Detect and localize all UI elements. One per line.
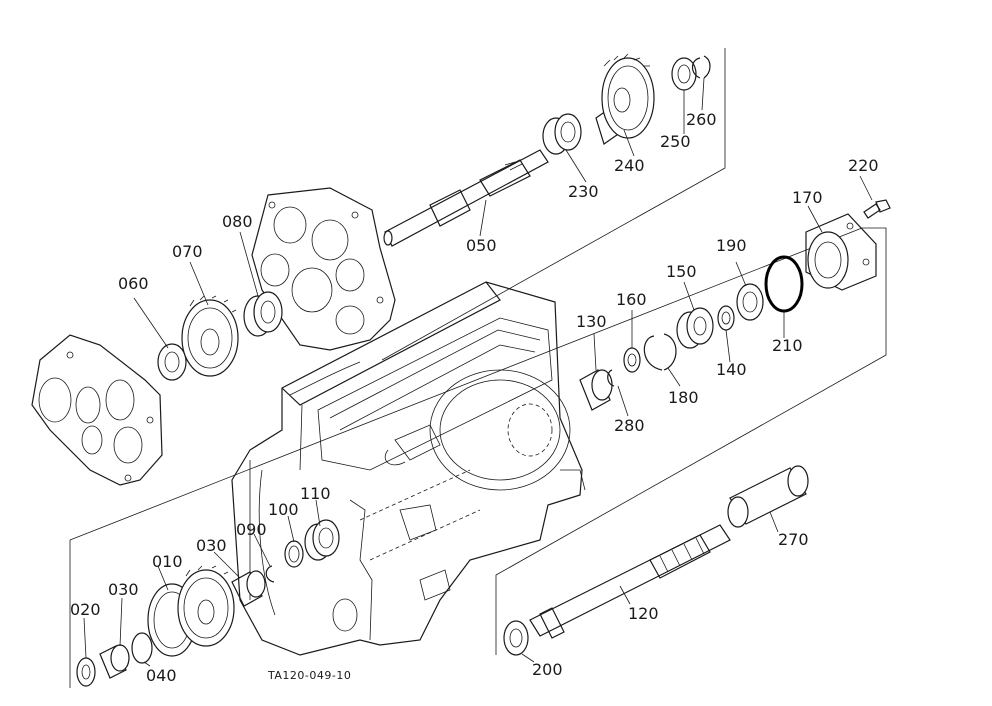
label-220: 220 (848, 156, 879, 175)
collar-040 (131, 632, 153, 664)
circlip-090 (265, 565, 275, 583)
gear-240 (595, 53, 655, 145)
label-120: 120 (628, 604, 659, 623)
front-cover (31, 334, 163, 486)
label-080: 080 (222, 212, 253, 231)
label-060: 060 (118, 274, 149, 293)
circlip-280 (607, 369, 615, 387)
label-030-upper: 030 (196, 536, 227, 555)
label-150: 150 (666, 262, 697, 281)
drawing-code: TA120-049-10 (268, 669, 352, 682)
label-270: 270 (778, 530, 809, 549)
bearing-190 (736, 283, 764, 321)
label-020: 020 (70, 600, 101, 619)
label-070: 070 (172, 242, 203, 261)
needle-bearing-030-upper (231, 570, 266, 607)
collar-020 (76, 657, 96, 687)
bearing-150 (676, 307, 714, 349)
shaft-120 (529, 524, 731, 639)
leader-lines (83, 77, 873, 667)
shaft-050 (383, 149, 549, 247)
ring-140 (717, 305, 735, 331)
label-090: 090 (236, 520, 267, 539)
bearing-060 (157, 343, 187, 381)
label-130: 130 (576, 312, 607, 331)
ring-100 (284, 540, 304, 568)
label-260: 260 (686, 110, 717, 129)
label-100: 100 (268, 500, 299, 519)
label-180: 180 (668, 388, 699, 407)
bearing-080 (243, 291, 283, 337)
label-010: 010 (152, 552, 183, 571)
label-160: 160 (616, 290, 647, 309)
label-110: 110 (300, 484, 331, 503)
needle-bearing-030-lower (99, 644, 130, 679)
label-200: 200 (532, 660, 563, 679)
label-210: 210 (772, 336, 803, 355)
label-030-lower: 030 (108, 580, 139, 599)
gear-housing (231, 281, 586, 656)
label-240: 240 (614, 156, 645, 175)
bearing-case-170 (805, 213, 877, 291)
bearing-110 (304, 519, 340, 561)
collar-250-clip-260 (671, 55, 711, 91)
label-230: 230 (568, 182, 599, 201)
label-250: 250 (660, 132, 691, 151)
label-170: 170 (792, 188, 823, 207)
gear-010 (147, 565, 235, 657)
gear-case-plate (251, 187, 396, 351)
sleeve-270 (727, 465, 809, 528)
label-040: 040 (146, 666, 177, 685)
spacer-180 (643, 333, 677, 371)
label-190: 190 (716, 236, 747, 255)
label-140: 140 (716, 360, 747, 379)
label-280: 280 (614, 416, 645, 435)
bearing-230 (542, 113, 582, 155)
bolt-220 (863, 199, 891, 219)
gear-070 (181, 295, 239, 377)
ring-200 (503, 620, 529, 656)
o-ring-210 (764, 255, 804, 313)
label-050: 050 (466, 236, 497, 255)
collar-160 (623, 347, 641, 373)
